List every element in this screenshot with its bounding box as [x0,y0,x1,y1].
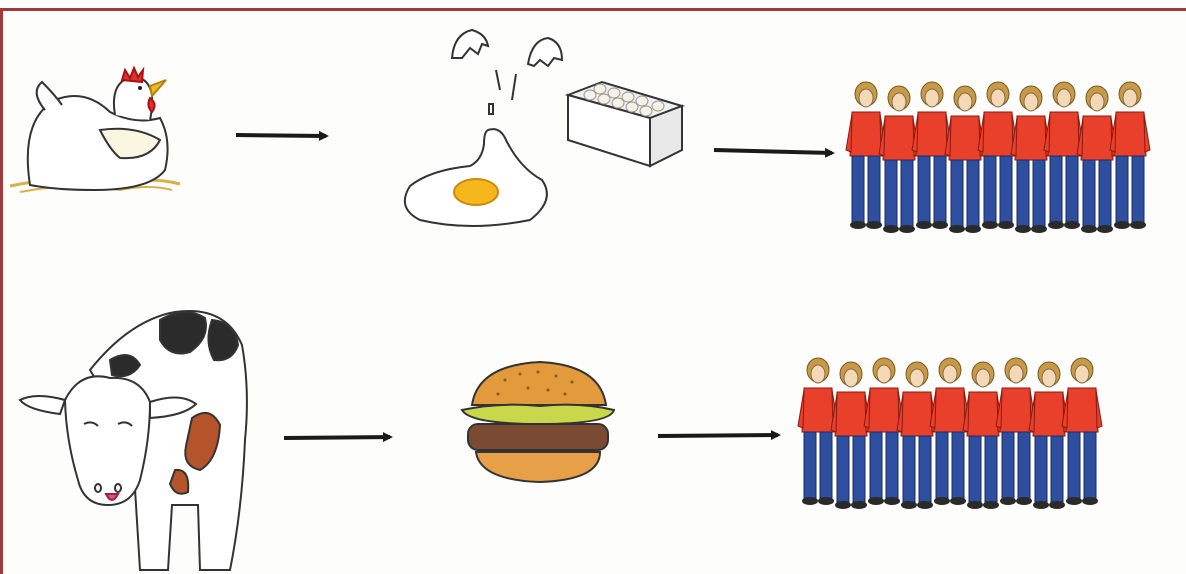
person-figure [830,361,872,509]
arrow-burger-to-crowd [657,430,781,441]
cow-spot [207,318,240,362]
person-figure [896,361,938,509]
frame-left-border [0,8,3,574]
egg-yolk [453,178,499,206]
person-figure [878,85,920,233]
arrow-eggs-to-crowd [713,147,835,158]
person-figure [845,81,887,229]
person-figure [962,361,1004,509]
people-crowd-top [845,81,1151,233]
person-figure [1061,357,1103,505]
person-figure [1010,85,1052,233]
arrow-hen-to-egg [235,130,329,141]
fried-egg [403,128,548,227]
person-figure [944,85,986,233]
burger-top-bun [470,360,608,406]
people-crowd-bottom [797,357,1103,509]
person-figure [911,81,953,229]
hen-comb [120,65,145,84]
cow-illustration [18,310,248,571]
person-figure [1043,81,1085,229]
person-figure [995,357,1037,505]
burger-patty [467,423,609,451]
burger-lettuce [460,403,616,426]
person-figure [1028,361,1070,509]
cow-spot [159,311,207,355]
person-figure [1109,81,1151,229]
hamburger [460,360,616,484]
burger-bottom-bun [474,451,602,484]
hen-illustration [9,65,181,193]
frame-top-border [0,8,1186,11]
person-figure [929,357,971,505]
person-figure [863,357,905,505]
person-figure [977,81,1019,229]
cracked-egg-shell [450,28,564,115]
cow-brown-patch [184,411,222,472]
person-figure [797,357,839,505]
cow-spot [108,354,142,378]
egg-carton [564,80,686,168]
arrow-cow-to-burger [283,432,393,443]
hen-beak [148,79,167,99]
person-figure [1076,85,1118,233]
